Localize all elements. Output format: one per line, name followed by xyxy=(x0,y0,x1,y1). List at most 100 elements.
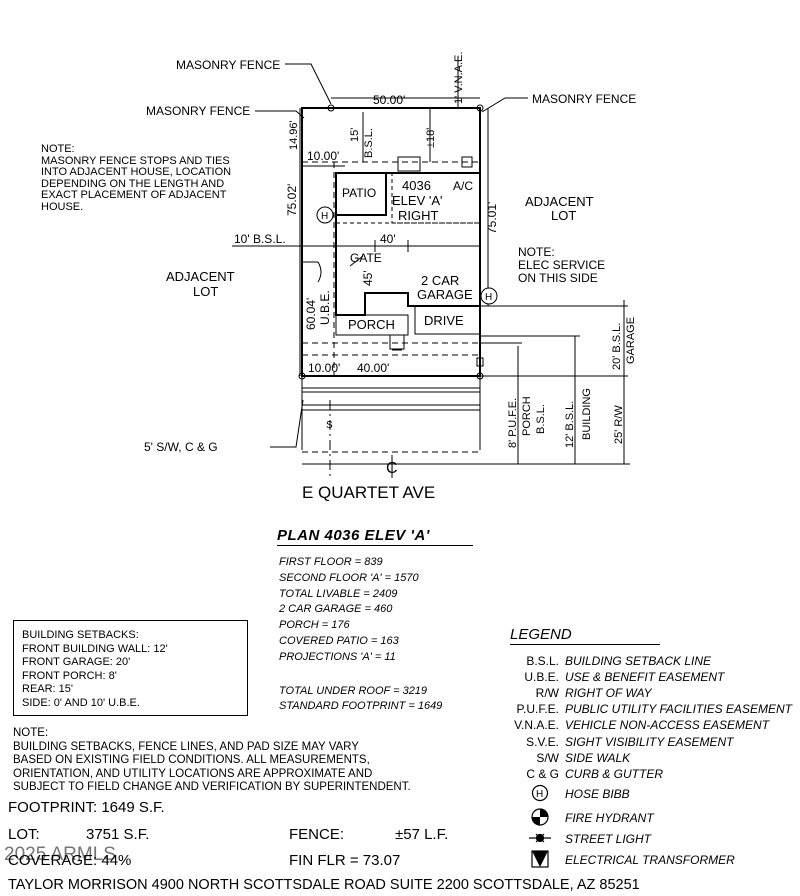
lot-label: LOT: xyxy=(8,826,40,843)
gate-label: GATE xyxy=(350,251,382,265)
fence-value: ±57 L.F. xyxy=(395,826,449,843)
plan-area-line: 2 CAR GARAGE = 460 xyxy=(279,603,393,616)
drive-outline xyxy=(414,305,481,335)
patio-label: PATIO xyxy=(342,186,376,200)
fire-hydrant-icon xyxy=(531,808,549,826)
setbacks-line: SIDE: 0' AND 10' U.B.E. xyxy=(22,696,140,709)
plan-title: PLAN 4036 ELEV 'A' xyxy=(277,528,473,546)
bottom-note-line: ORIENTATION, AND UTILITY LOCATIONS ARE A… xyxy=(13,767,373,780)
plan-total-line: TOTAL UNDER ROOF = 3219 xyxy=(279,685,428,697)
vnae-label: 1' V.N.A.E. xyxy=(453,52,465,104)
hose-bibb-label-2: H xyxy=(485,292,492,303)
fin-floor-stat: FIN FLR = 73.07 xyxy=(289,852,401,869)
fence-note-line: HOUSE. xyxy=(41,200,84,213)
setbacks-line: REAR: 15' xyxy=(22,683,74,695)
plan-area-line: SECOND FLOOR 'A' = 1570 xyxy=(279,571,419,584)
legend-abbr-vnae: V.N.A.E. xyxy=(514,718,559,732)
legend-desc-sve: SIGHT VISIBILITY EASEMENT xyxy=(565,735,734,749)
bottom-note-line: BASED ON EXISTING FIELD CONDITIONS. ALL … xyxy=(13,754,370,766)
legend-abbr-bsl: B.S.L. xyxy=(526,654,559,668)
elec-note-line: ON THIS SIDE xyxy=(518,271,598,285)
bsl12-label-1: 12' B.S.L. xyxy=(564,401,576,448)
site-plan-drawing: H H MASONRY FENCE MASONRY FENCE MASONRY … xyxy=(144,52,637,502)
fence-note: NOTE: MASONRY FENCE STOPS AND TIES INTO … xyxy=(41,143,232,213)
street-light-icon xyxy=(529,833,551,843)
ube-depth-label: 60.04' xyxy=(304,298,318,330)
electrical-transformer-icon xyxy=(531,850,549,868)
bsl-10-label: 10' B.S.L. xyxy=(234,232,286,246)
legend-abbr-cg: C & G xyxy=(526,767,559,781)
porch-label: PORCH xyxy=(348,317,395,332)
elec-note-line: ELEC SERVICE xyxy=(518,258,606,272)
centerline-mark: ₵ xyxy=(386,460,398,477)
setbacks-box: BUILDING SETBACKS: FRONT BUILDING WALL: … xyxy=(13,620,248,716)
legend-abbr-sve: S.V.E. xyxy=(526,735,559,749)
plan-area-line: PROJECTIONS 'A' = 11 xyxy=(279,650,396,663)
setback-side-top-label: 14.96' xyxy=(288,120,300,150)
legend-desc-street-light: STREET LIGHT xyxy=(565,832,652,846)
lot-value: 3751 S.F. xyxy=(86,826,150,843)
plan-area-line: COVERED PATIO = 163 xyxy=(279,634,399,647)
setbacks-line: BUILDING SETBACKS: xyxy=(22,629,139,641)
legend-abbr-rw: R/W xyxy=(535,686,559,700)
legend-desc-transformer: ELECTRICAL TRANSFORMER xyxy=(565,853,735,867)
plan-no-label: 4036 xyxy=(402,178,431,193)
setbacks-line: FRONT BUILDING WALL: 12' xyxy=(22,642,168,655)
legend-title: LEGEND xyxy=(510,627,660,645)
fence-note-line: INTO ADJACENT HOUSE, LOCATION xyxy=(41,166,232,178)
bsl-rear-text: B.S.L. xyxy=(363,128,375,158)
hose-bibb-label-1: H xyxy=(321,211,328,222)
fence-note-line: DEPENDING ON THE LENGTH AND xyxy=(41,177,225,190)
adjacent-lot-left-1: ADJACENT xyxy=(166,269,235,284)
bsl-rear-label: 15' xyxy=(349,128,361,142)
porch-outline xyxy=(335,314,409,336)
porch-bsl-label-2: B.S.L. xyxy=(535,404,547,434)
legend-desc-rw: RIGHT OF WAY xyxy=(565,686,652,700)
bottom-note-line: NOTE: xyxy=(13,727,49,739)
bottom-note: NOTE: BUILDING SETBACKS, FENCE LINES, AN… xyxy=(13,727,411,795)
fence-note-line: NOTE: xyxy=(41,143,75,155)
legend-desc-sw: SIDE WALK xyxy=(565,751,631,765)
masonry-fence-top-label: MASONRY FENCE xyxy=(176,58,280,72)
bsl20-label: 20' B.S.L. xyxy=(611,323,623,370)
adjacent-lot-right-1: ADJACENT xyxy=(525,194,594,209)
plan-area-line: PORCH = 176 xyxy=(279,619,350,632)
legend-desc-bsl: BUILDING SETBACK LINE xyxy=(565,654,712,668)
rw25-label: 25' R/W xyxy=(613,405,625,444)
plan-areas: FIRST FLOOR = 839 SECOND FLOOR 'A' = 157… xyxy=(279,555,419,666)
patio-outline xyxy=(335,172,387,216)
pm18-label: ±18' xyxy=(425,128,437,148)
width-40-label: 40' xyxy=(380,232,396,246)
ube-label: U.B.E. xyxy=(318,290,332,325)
bsl12-label-2: BUILDING xyxy=(581,388,593,440)
legend-desc-ube: USE & BENEFIT EASEMENT xyxy=(565,670,725,684)
legend-desc-cg: CURB & GUTTER xyxy=(565,767,664,781)
fence-note-line: MASONRY FENCE STOPS AND TIES xyxy=(41,154,230,167)
elec-note: NOTE: ELEC SERVICE ON THIS SIDE xyxy=(518,246,605,285)
right-label: RIGHT xyxy=(398,208,439,223)
masonry-fence-left-label: MASONRY FENCE xyxy=(146,104,250,118)
front-10-label: 10.00' xyxy=(308,361,340,375)
ac-label: A/C xyxy=(453,179,473,193)
garage-line1-label: 2 CAR xyxy=(421,273,459,288)
legend-icons: H xyxy=(529,784,551,868)
s-mark: S xyxy=(326,420,333,431)
porch-bsl-label-1: PORCH xyxy=(521,396,533,436)
left-depth-label: 75.02' xyxy=(285,184,299,216)
width-top-label: 50.00' xyxy=(373,93,405,107)
drive-label: DRIVE xyxy=(424,313,464,328)
legend-desc-pufe: PUBLIC UTILITY FACILITIES EASEMENT xyxy=(565,702,792,716)
setbacks-line: FRONT GARAGE: 20' xyxy=(22,656,131,668)
garage-line2-label: GARAGE xyxy=(417,287,473,302)
fence-label: FENCE: xyxy=(289,826,345,843)
plan-area-line: FIRST FLOOR = 839 xyxy=(279,556,383,568)
plan-area-line: TOTAL LIVABLE = 2409 xyxy=(279,587,398,600)
sidewalk-label: 5' S/W, C & G xyxy=(144,440,218,454)
fence-note-line: EXACT PLACEMENT OF ADJACENT xyxy=(41,189,227,201)
adjacent-lot-right-2: LOT xyxy=(551,208,576,223)
garage-vertical-label: GARAGE xyxy=(625,317,637,364)
legend-abbr-sw: S/W xyxy=(536,751,559,765)
legend-desc-fire-hydrant: FIRE HYDRANT xyxy=(565,811,654,825)
front-40-label: 40.00' xyxy=(357,361,389,375)
coverage-stat: COVERAGE: 44% xyxy=(8,852,132,869)
